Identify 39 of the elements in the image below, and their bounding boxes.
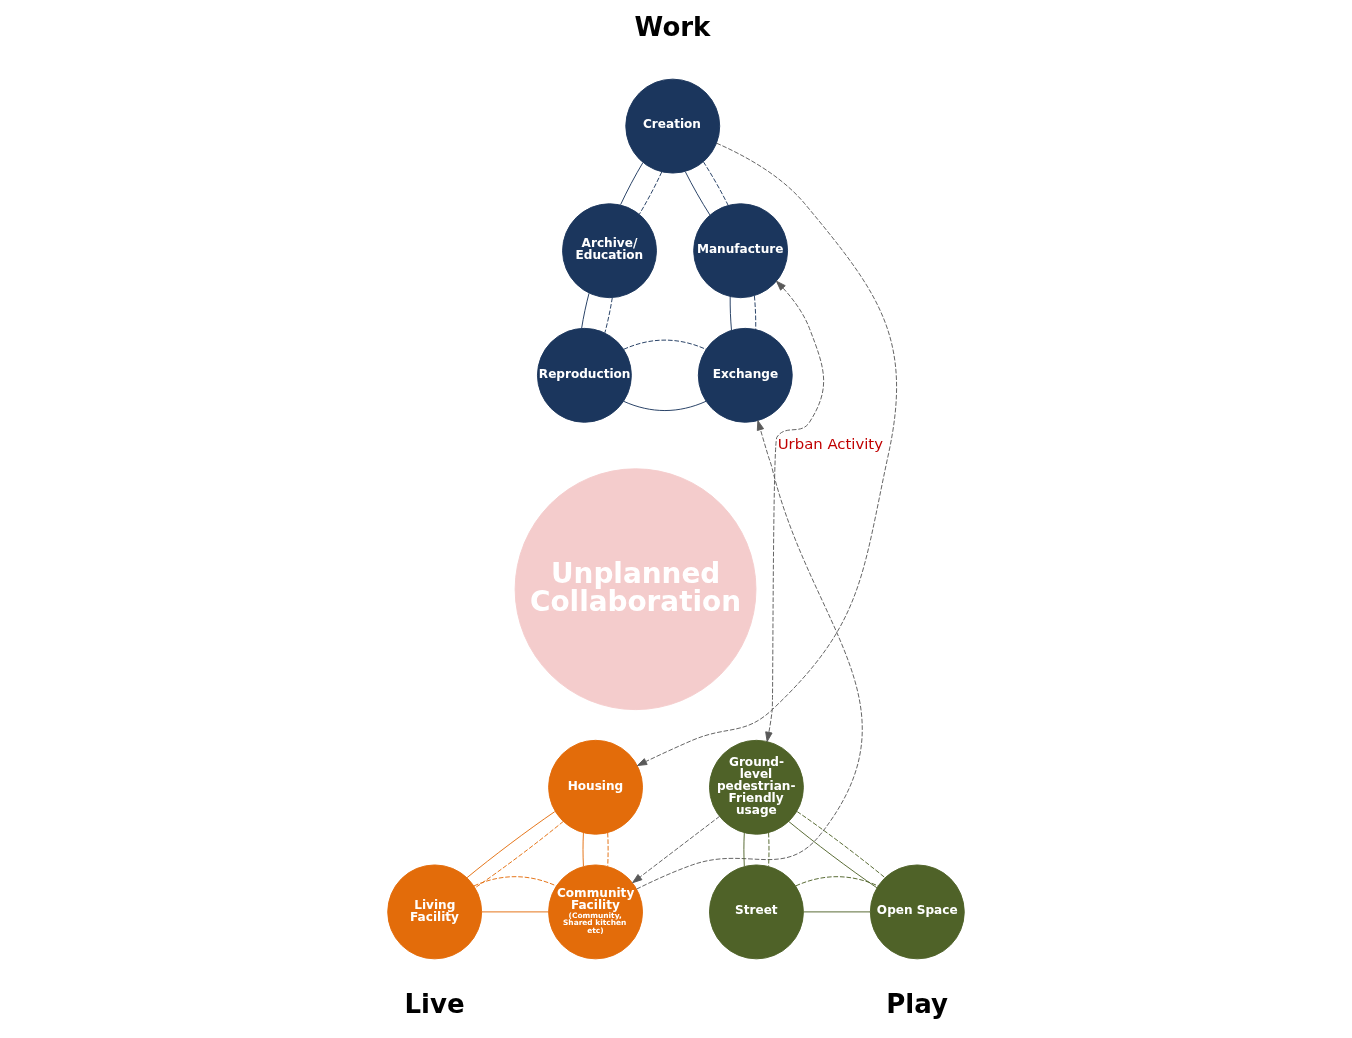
connector	[729, 296, 732, 331]
connector	[581, 292, 590, 329]
connector	[466, 811, 556, 879]
connector	[795, 876, 879, 887]
node-circle: Creation	[625, 78, 721, 174]
connector	[623, 339, 707, 350]
arrow	[632, 815, 720, 884]
label: Play	[886, 989, 948, 1020]
node-circle: Ground-level pedestrian-Friendly usage	[709, 739, 804, 835]
connector	[639, 171, 663, 215]
arrow	[636, 420, 863, 890]
node-circle: Archive/ Education	[562, 203, 657, 299]
node-circle: Open Space	[869, 864, 965, 960]
connector	[620, 162, 644, 206]
connector	[623, 400, 707, 411]
connector	[768, 832, 770, 867]
connector	[796, 811, 886, 879]
node-circle: Street	[709, 864, 804, 960]
arrow	[765, 280, 825, 742]
connector	[607, 832, 609, 867]
node-circle: Exchange	[697, 327, 793, 423]
connector	[803, 911, 871, 913]
connector	[703, 161, 729, 206]
connector	[481, 911, 549, 913]
node-circle: Reproduction	[536, 327, 632, 423]
node-circle: Housing	[548, 739, 643, 835]
connector	[684, 171, 711, 216]
arrow	[636, 142, 897, 767]
label: Live	[404, 989, 465, 1020]
node-circle: Living Facility	[387, 864, 483, 960]
connector	[473, 876, 557, 887]
connector	[604, 297, 613, 334]
connector	[788, 820, 878, 889]
connector	[474, 820, 564, 889]
connector	[753, 295, 757, 330]
edge-label: Urban Activity	[777, 435, 883, 454]
label: Work	[634, 11, 711, 42]
connector	[582, 832, 584, 867]
connector	[743, 832, 745, 867]
